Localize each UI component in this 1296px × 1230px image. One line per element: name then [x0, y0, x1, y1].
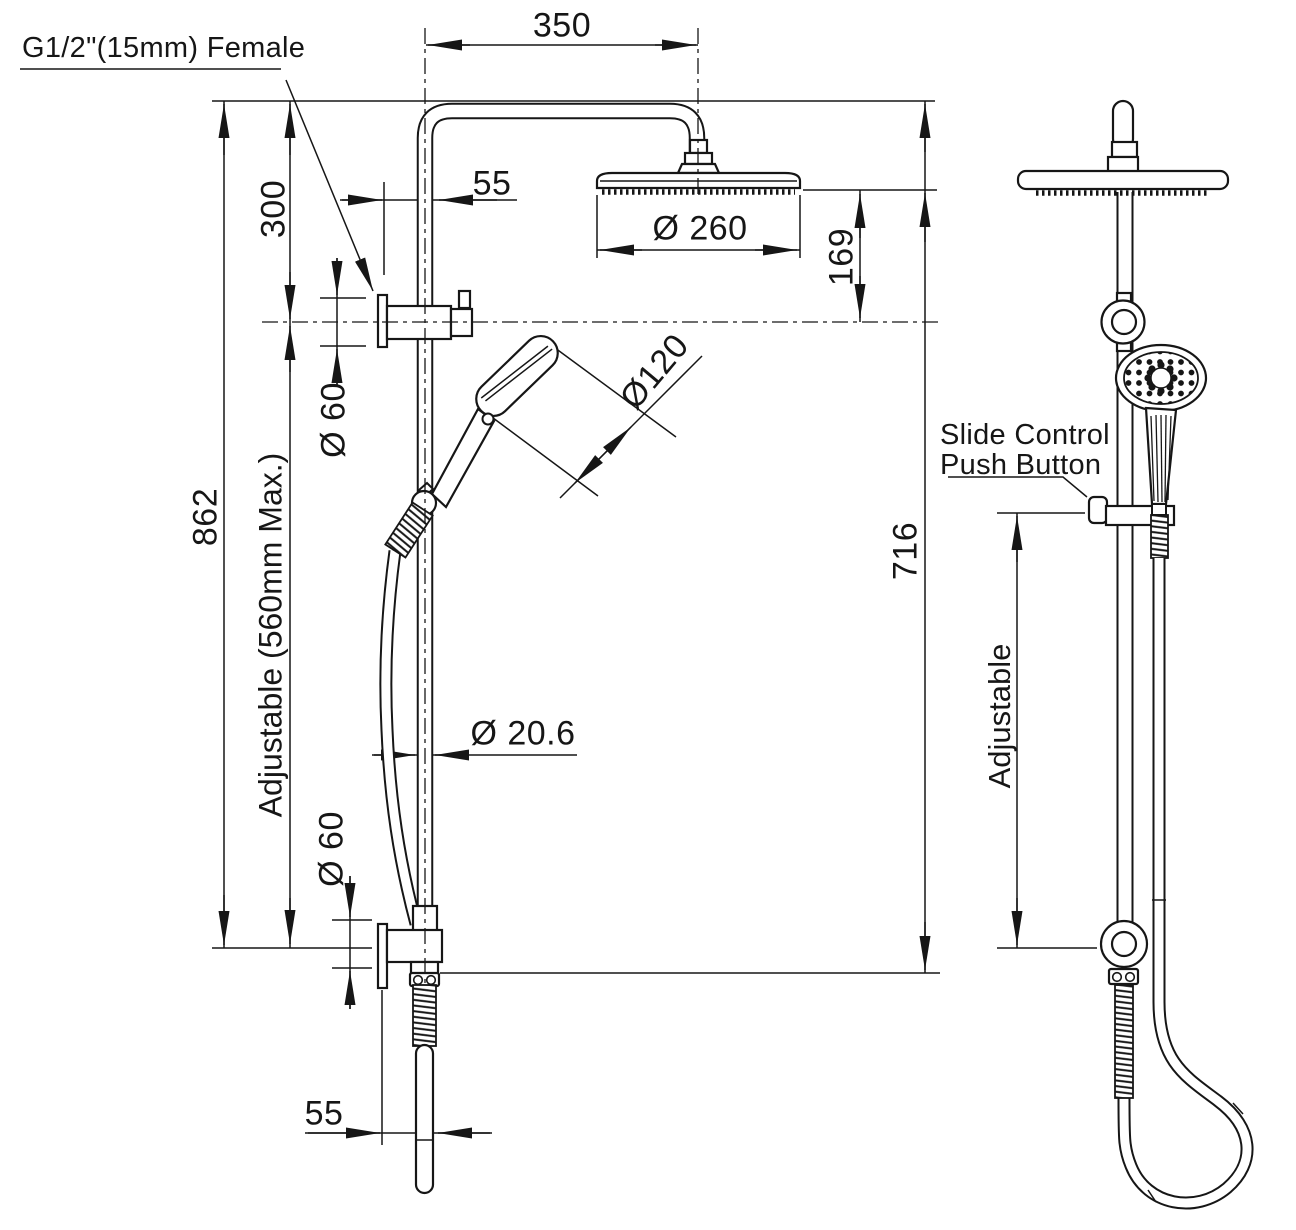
slide-control-label: Slide Control — [940, 419, 1110, 451]
rail-ring-side — [1100, 291, 1146, 353]
outlet-elbow-front — [376, 904, 444, 1195]
push-button-label: Push Button — [940, 449, 1102, 481]
leader-lines — [20, 68, 1088, 498]
overhead-shower-side — [1016, 99, 1230, 196]
extension-lines — [212, 100, 1097, 1145]
dim-overhead-diameter: Ø 260 — [652, 209, 748, 248]
dim-overall-height: 862 — [186, 487, 225, 547]
dim-adjustable-range: Adjustable (560mm Max.) — [252, 452, 289, 818]
side-view — [1016, 99, 1254, 1210]
shower-hose-front — [379, 550, 423, 926]
arrowheads — [218, 39, 1023, 1139]
dim-outlet-offset: 55 — [304, 1094, 344, 1133]
dim-inlet-height: 300 — [254, 179, 293, 239]
front-view — [376, 102, 802, 1195]
dim-rail-height: 716 — [886, 521, 925, 581]
dimension-lines — [223, 44, 1018, 1134]
dim-rail-diameter: Ø 20.6 — [470, 714, 576, 753]
hand-shower-side — [1114, 343, 1208, 559]
dim-inlet-flange-diameter: Ø 60 — [314, 382, 353, 458]
dim-arm-offset: 55 — [472, 164, 512, 203]
inlet-spec-label: G1/2"(15mm) Female — [22, 32, 306, 64]
dim-arm-reach: 350 — [532, 6, 592, 45]
dim-head-drop: 169 — [822, 227, 861, 287]
hand-shower-front — [384, 334, 559, 559]
outlet-elbow-side — [1099, 919, 1149, 1099]
adjustable-side-label: Adjustable — [982, 643, 1017, 789]
dim-outlet-flange-diameter: Ø 60 — [312, 811, 351, 887]
shower-hose-side — [1117, 558, 1254, 1210]
centerlines — [262, 28, 940, 988]
